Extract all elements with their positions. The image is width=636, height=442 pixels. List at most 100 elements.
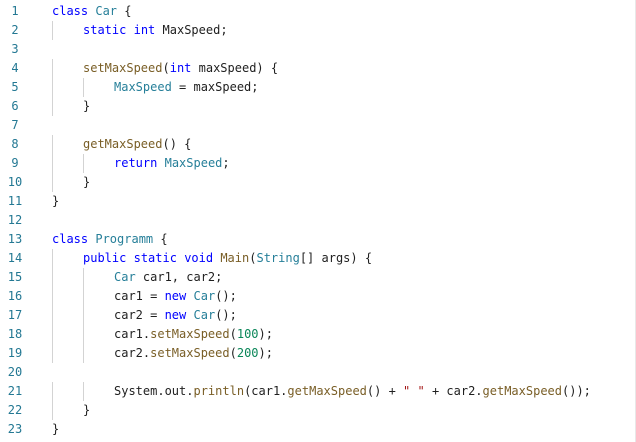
code-token: ); bbox=[258, 327, 273, 341]
code-token: car1, car2; bbox=[135, 270, 223, 284]
code-token: } bbox=[83, 403, 91, 417]
code-token: String bbox=[256, 251, 300, 265]
code-line[interactable]: 6} bbox=[0, 97, 635, 116]
indent-guide bbox=[83, 325, 84, 344]
code-line[interactable]: 20 bbox=[0, 363, 635, 382]
code-token: class bbox=[52, 232, 89, 246]
code-token: Main bbox=[220, 251, 250, 265]
code-token: car1. bbox=[114, 327, 151, 341]
code-line[interactable]: 22} bbox=[0, 401, 635, 420]
code-token bbox=[186, 308, 193, 322]
indent-guide bbox=[52, 306, 53, 325]
code-line[interactable]: 14 public static void Main(String[] args)… bbox=[0, 249, 635, 268]
line-number: 17 bbox=[7, 308, 23, 322]
code-token: ; bbox=[251, 80, 259, 94]
code-line[interactable]: 8 getMaxSpeed() { bbox=[0, 135, 635, 154]
code-line[interactable]: 11} bbox=[0, 192, 635, 211]
line-number: 2 bbox=[11, 23, 19, 37]
code-token: int bbox=[169, 61, 192, 75]
indent-guide bbox=[52, 325, 53, 344]
code-token: public bbox=[83, 251, 127, 265]
code-text: } bbox=[83, 97, 90, 116]
code-token: () + bbox=[366, 384, 404, 398]
line-number: 8 bbox=[11, 137, 19, 151]
indent-guide bbox=[52, 287, 53, 306]
code-token bbox=[126, 23, 133, 37]
code-token: println bbox=[193, 384, 245, 398]
indent-guide bbox=[83, 344, 84, 363]
indent-guide bbox=[83, 154, 84, 173]
code-token: getMaxSpeed bbox=[83, 137, 163, 151]
line-number: 1 bbox=[11, 4, 19, 18]
code-token: setMaxSpeed bbox=[150, 327, 230, 341]
code-token: Programm bbox=[95, 232, 154, 246]
code-token: = bbox=[171, 80, 194, 94]
code-token: maxSpeed bbox=[193, 80, 252, 94]
indent-guide bbox=[52, 401, 53, 420]
code-token: { bbox=[153, 232, 168, 246]
line-number: 14 bbox=[7, 251, 23, 265]
code-line[interactable]: 12 bbox=[0, 211, 635, 230]
code-line[interactable]: 10} bbox=[0, 173, 635, 192]
code-token: static bbox=[83, 23, 127, 37]
code-token: ( bbox=[249, 251, 257, 265]
code-token: (); bbox=[215, 308, 237, 322]
line-number: 11 bbox=[7, 194, 23, 208]
line-number: 15 bbox=[7, 270, 23, 284]
code-token bbox=[126, 251, 133, 265]
code-token bbox=[157, 156, 164, 170]
indent-guide bbox=[52, 382, 53, 401]
indent-guide bbox=[83, 382, 84, 401]
code-token: { bbox=[117, 4, 132, 18]
line-number: 3 bbox=[11, 42, 19, 56]
indent-guide bbox=[52, 268, 53, 287]
indent-guide bbox=[83, 268, 84, 287]
code-line[interactable]: 7 bbox=[0, 116, 635, 135]
code-token: new bbox=[164, 289, 187, 303]
indent-guide bbox=[52, 135, 53, 154]
code-token: ( bbox=[229, 327, 237, 341]
line-number: 6 bbox=[11, 99, 19, 113]
code-token: [] args) { bbox=[299, 251, 373, 265]
code-token: ( bbox=[229, 346, 237, 360]
code-text: getMaxSpeed() { bbox=[83, 135, 191, 154]
code-text: } bbox=[83, 401, 90, 420]
code-text: } bbox=[83, 173, 90, 192]
code-token: Car bbox=[193, 289, 216, 303]
code-token: car1 = bbox=[114, 289, 165, 303]
code-text: car1.setMaxSpeed(100); bbox=[114, 325, 273, 344]
indent-guide bbox=[52, 59, 53, 78]
line-number: 4 bbox=[11, 61, 19, 75]
code-token: void bbox=[184, 251, 214, 265]
code-token: ); bbox=[258, 346, 273, 360]
code-text: car1 = new Car(); bbox=[114, 287, 237, 306]
code-token: static bbox=[133, 251, 177, 265]
code-token: getMaxSpeed bbox=[287, 384, 367, 398]
code-token: getMaxSpeed bbox=[482, 384, 562, 398]
code-token: + car2. bbox=[424, 384, 483, 398]
code-token: Car bbox=[95, 4, 118, 18]
code-line[interactable]: 3 bbox=[0, 40, 635, 59]
code-token: car2 = bbox=[114, 308, 165, 322]
code-text: System.out.println(car1.getMaxSpeed() + … bbox=[114, 382, 591, 401]
line-number: 12 bbox=[7, 213, 23, 227]
code-token: } bbox=[52, 194, 60, 208]
code-token: MaxSpeed bbox=[164, 156, 223, 170]
code-line[interactable]: 23} bbox=[0, 420, 635, 439]
indent-guide bbox=[83, 306, 84, 325]
code-token: setMaxSpeed bbox=[150, 346, 230, 360]
